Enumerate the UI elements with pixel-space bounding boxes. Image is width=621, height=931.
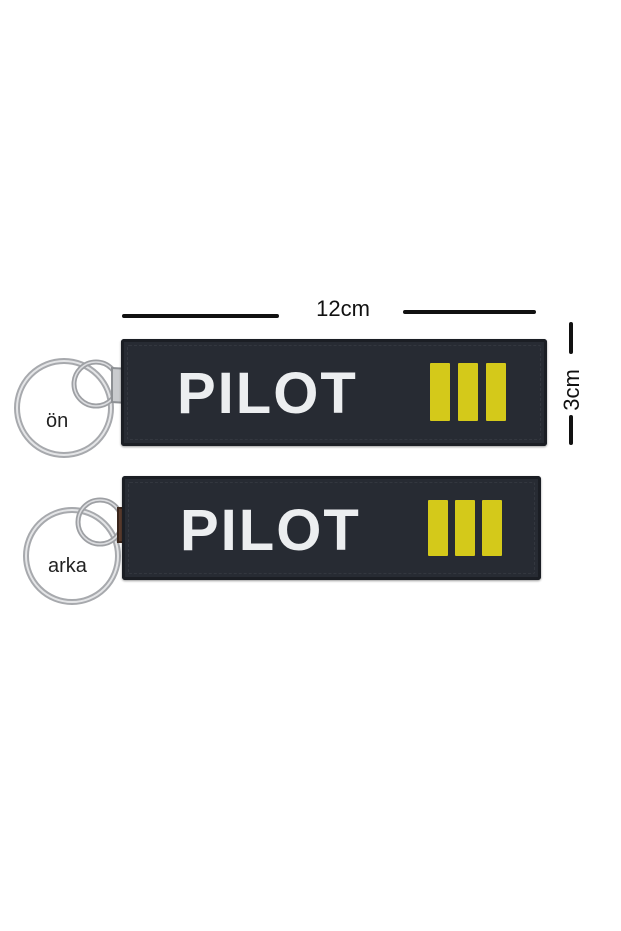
captain-stripe	[458, 363, 478, 421]
height-dimension-line-bottom	[569, 415, 573, 445]
key-tag-front: PILOT	[121, 339, 547, 446]
width-dimension-line-left	[122, 314, 279, 318]
height-dimension-line-top	[569, 322, 573, 354]
tag-text: PILOT	[180, 498, 361, 563]
width-dimension-line-right	[403, 310, 536, 314]
side-label-back: arka	[48, 555, 87, 577]
captain-stripe	[486, 363, 506, 421]
side-label-front: ön	[46, 410, 69, 432]
captain-stripe	[455, 500, 475, 556]
tag-text: PILOT	[177, 361, 358, 426]
captain-stripe	[428, 500, 448, 556]
key-tag-back: PILOT	[122, 476, 541, 580]
width-dimension-label: 12cm	[316, 296, 370, 321]
captain-stripe	[430, 363, 450, 421]
split-ring-icon	[23, 497, 125, 605]
split-ring-icon	[14, 358, 121, 458]
captain-stripe	[482, 500, 502, 556]
